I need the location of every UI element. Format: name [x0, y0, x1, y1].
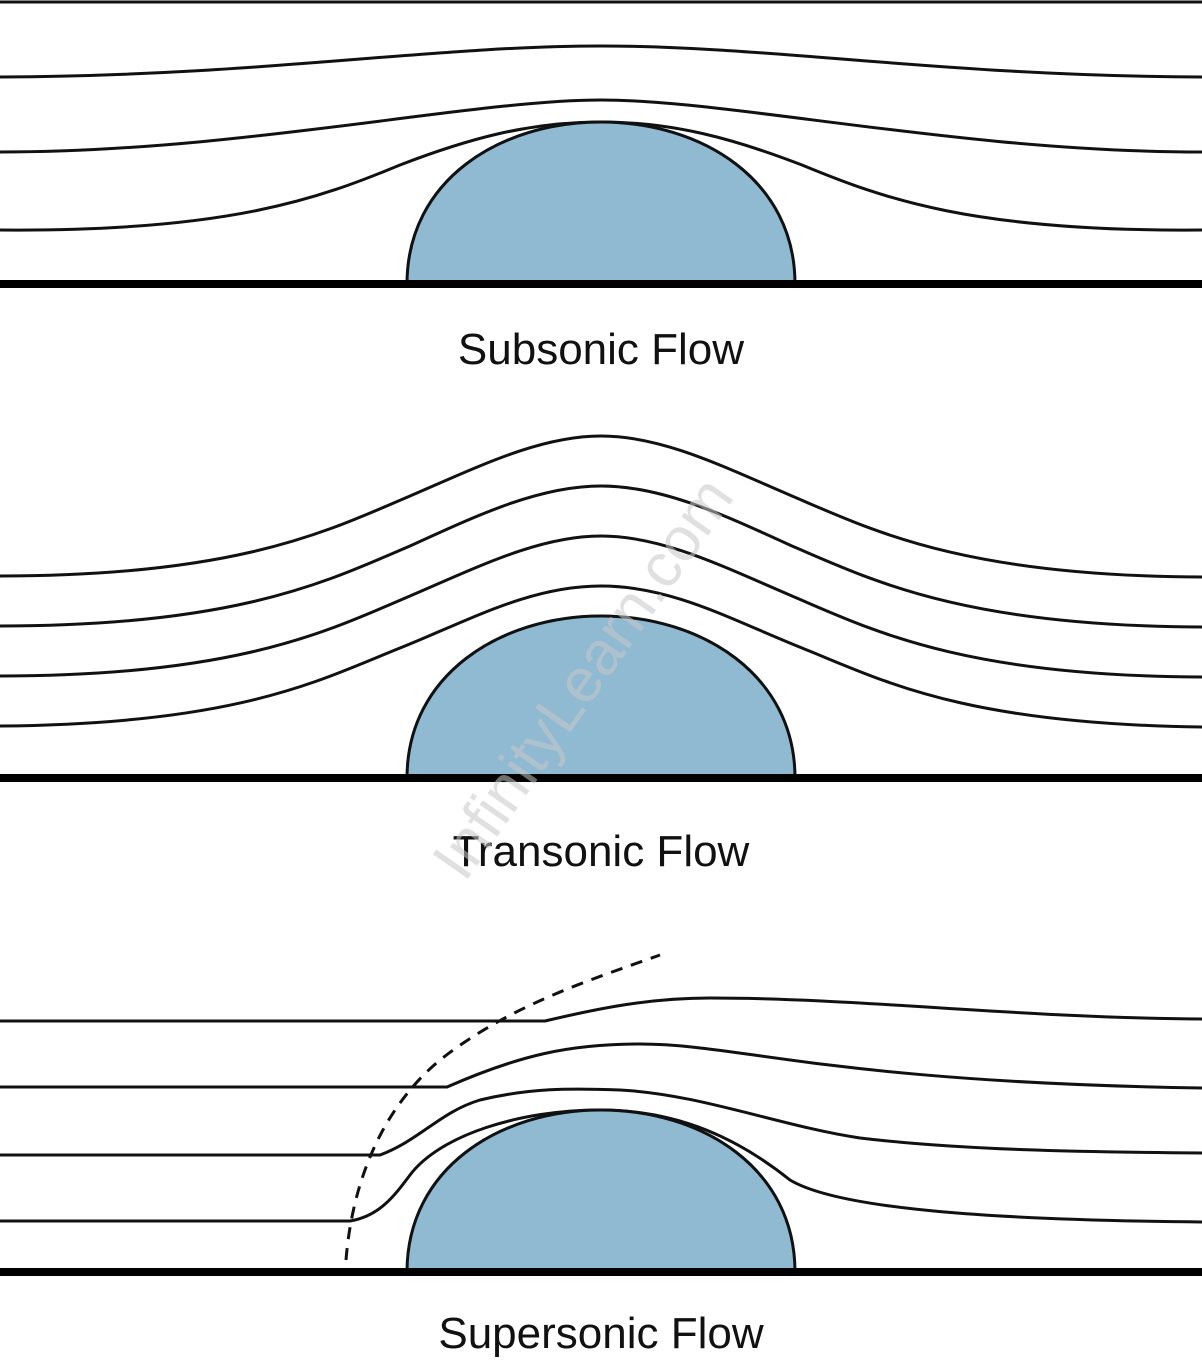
supersonic-streamline-3 — [0, 1087, 1202, 1157]
supersonic-panel: Supersonic Flow — [0, 953, 1202, 1358]
transonic-streamline-3 — [0, 534, 1202, 679]
subsonic-streamline-2 — [0, 98, 1202, 154]
supersonic-obstacle — [405, 1108, 797, 1274]
supersonic-streamline-1 — [0, 996, 1202, 1023]
transonic-panel: Transonic Flow — [0, 434, 1202, 876]
transonic-streamline-2 — [0, 484, 1202, 629]
subsonic-caption: Subsonic Flow — [458, 325, 744, 374]
transonic-caption: Transonic Flow — [453, 827, 750, 876]
subsonic-panel: Subsonic Flow — [0, 0, 1202, 374]
supersonic-caption: Supersonic Flow — [438, 1309, 763, 1358]
transonic-obstacle — [405, 614, 797, 780]
subsonic-streamline-1 — [0, 44, 1202, 79]
subsonic-obstacle — [405, 120, 797, 286]
transonic-streamline-4 — [0, 584, 1202, 729]
supersonic-streamline-2 — [0, 1042, 1202, 1090]
transonic-streamline-1 — [0, 434, 1202, 579]
supersonic-shock-wave — [344, 953, 661, 1261]
